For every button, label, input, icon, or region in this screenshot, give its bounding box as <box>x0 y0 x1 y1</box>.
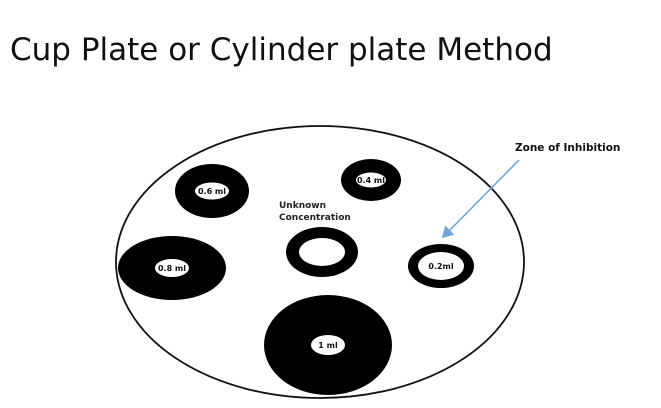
cup-0-2ml: 0.2ml <box>408 244 474 288</box>
cup-label: 1 ml <box>318 341 338 350</box>
cup-0-8ml: 0.8 ml <box>118 236 226 300</box>
cup-label: 0.8 ml <box>158 264 186 273</box>
cup-label: 0.4 ml <box>357 176 385 185</box>
zone-annotation: Zone of Inhibition <box>441 142 620 239</box>
cup-0-6ml: 0.6 ml <box>175 164 249 218</box>
cup-1ml: 1 ml <box>264 295 392 395</box>
cup-label: 0.2ml <box>428 262 454 271</box>
cup-0-4ml: 0.4 ml <box>341 159 401 201</box>
annotation-arrow <box>441 159 520 239</box>
slide-title: Cup Plate or Cylinder plate Method <box>10 32 553 68</box>
cup-well <box>311 335 345 355</box>
cup-well <box>195 182 229 200</box>
cup-well <box>299 238 345 266</box>
unknown-label-line2: Concentration <box>279 213 351 223</box>
cup-well <box>418 252 464 280</box>
unknown-label-line1: Unknown <box>279 201 326 211</box>
cup-unknown-concentration: Unknown Concentration <box>279 201 358 277</box>
zone-of-inhibition-label: Zone of Inhibition <box>515 142 620 154</box>
cup-well <box>155 259 189 277</box>
cup-label: 0.6 ml <box>198 187 226 196</box>
agar-plate <box>115 125 525 399</box>
cup-well <box>356 172 386 188</box>
